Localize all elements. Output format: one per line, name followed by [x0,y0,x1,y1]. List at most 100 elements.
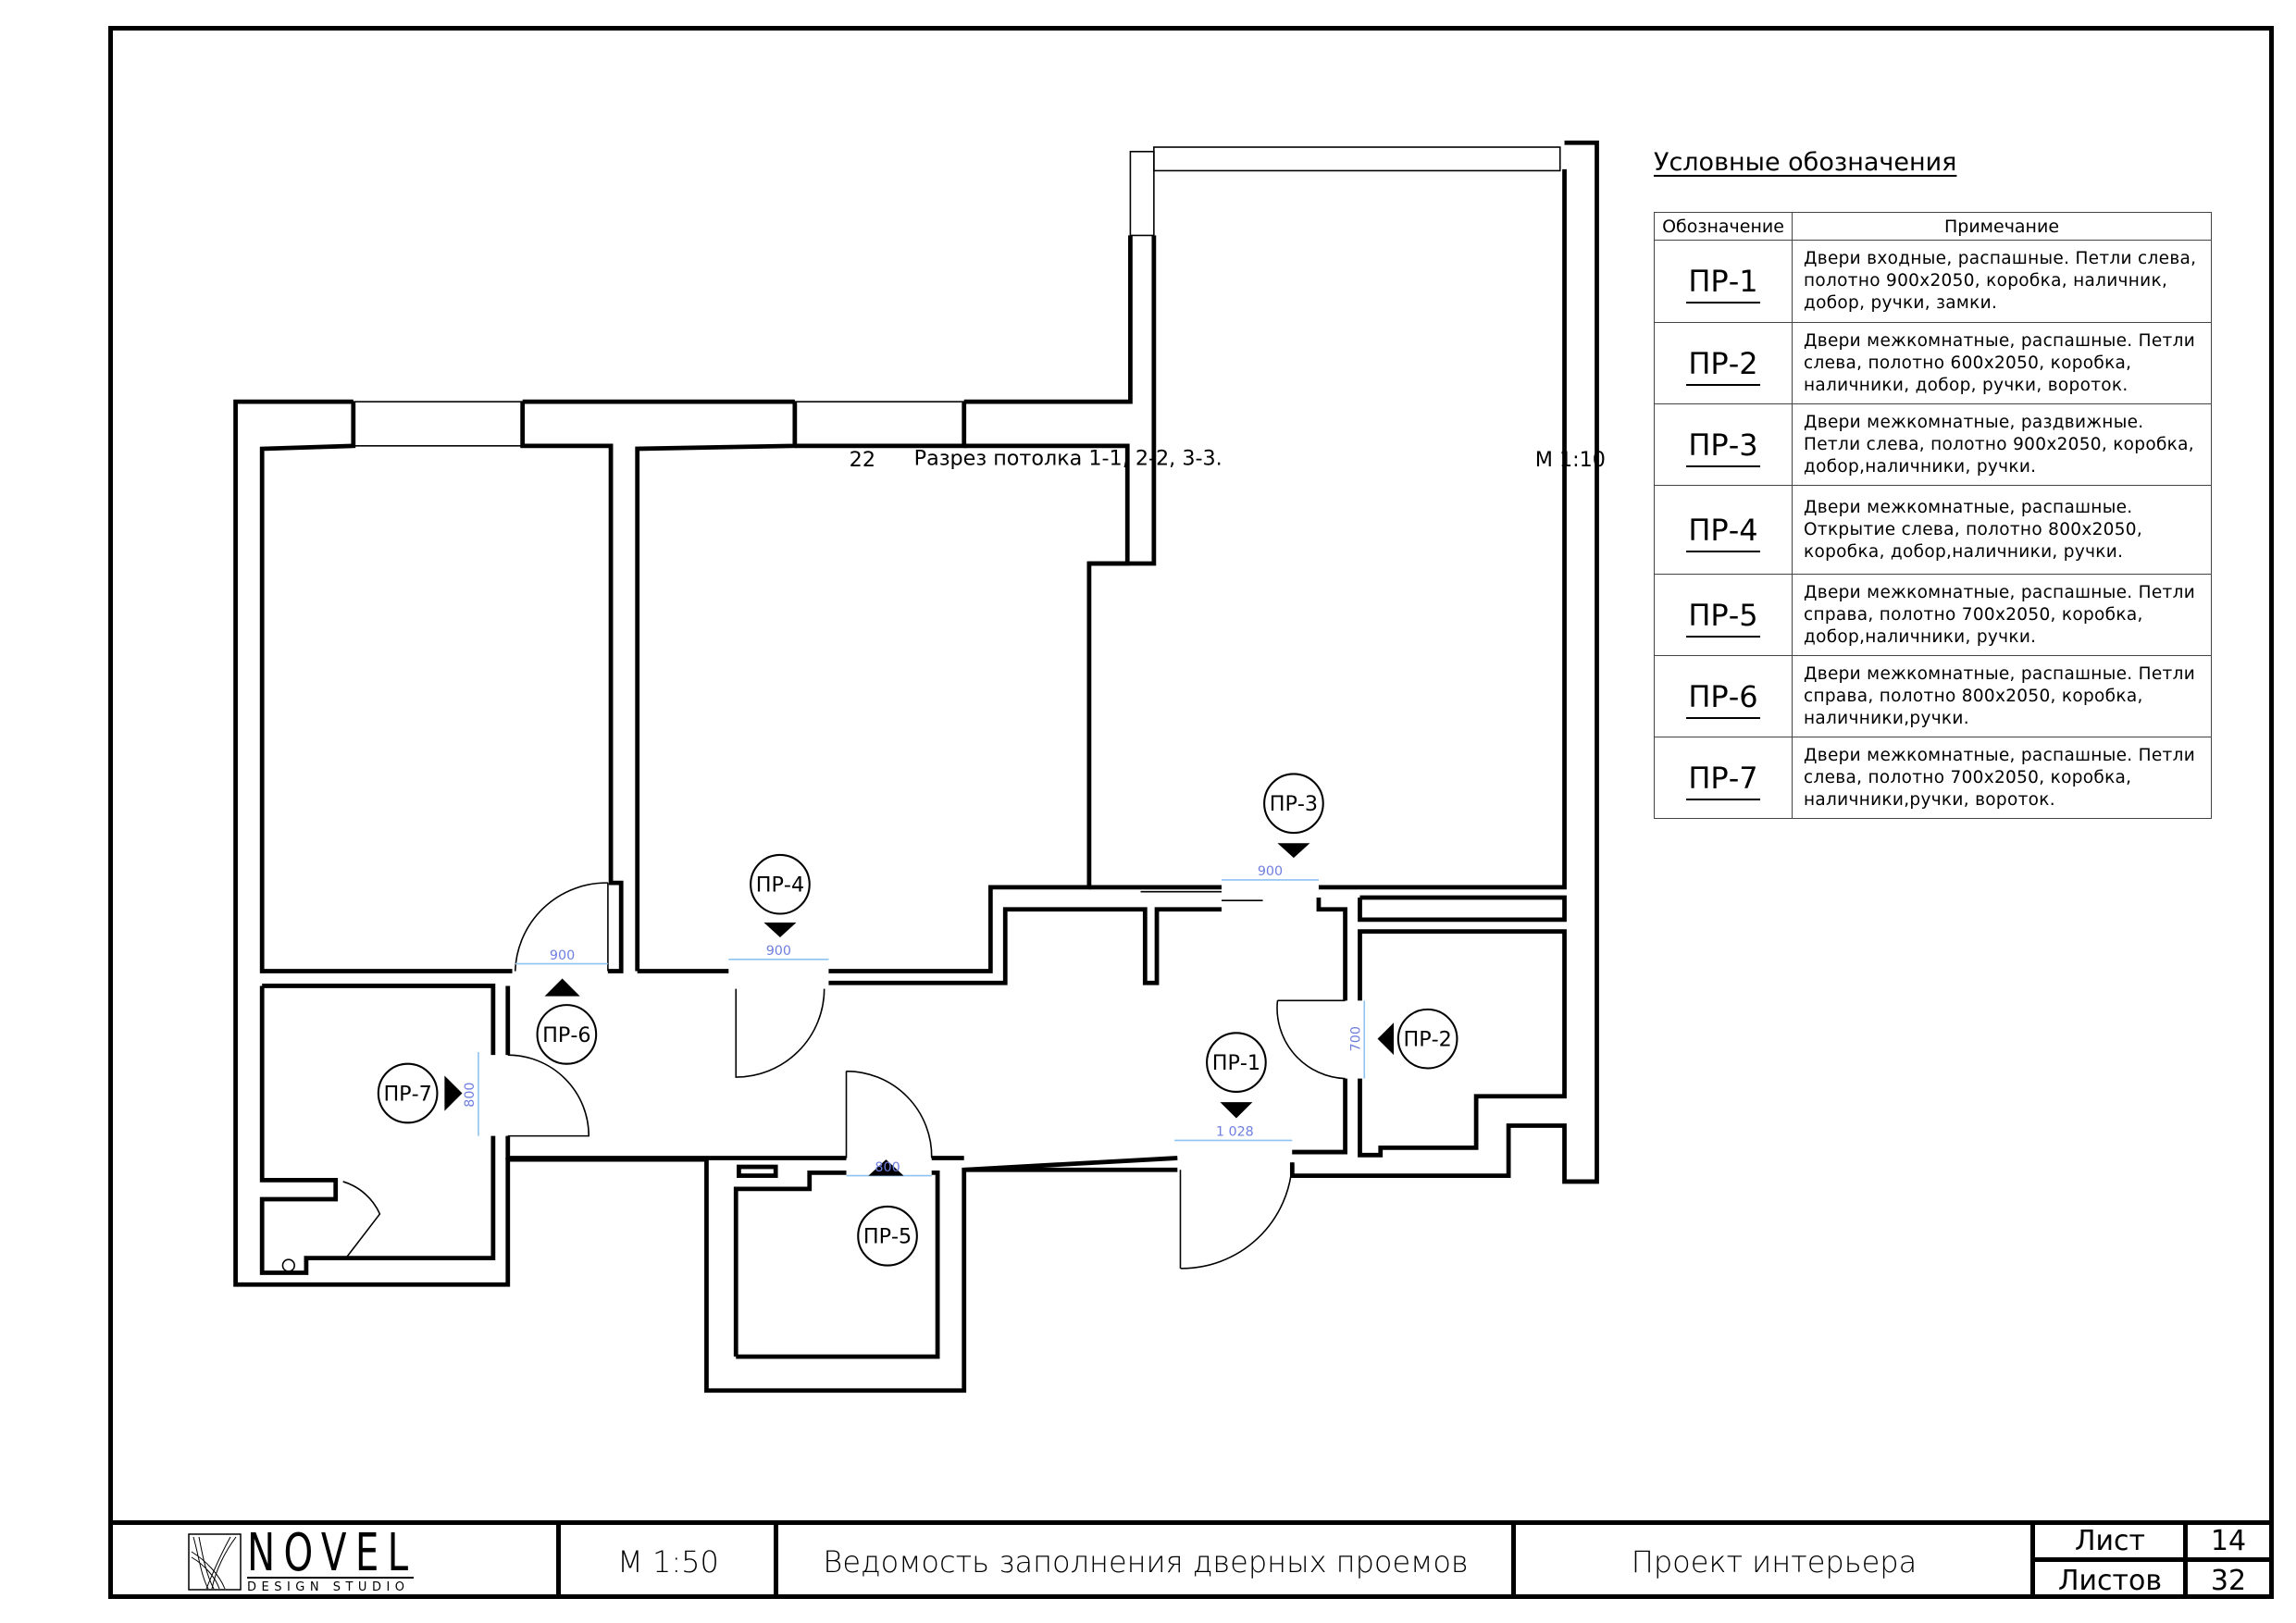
bathroom-lower-wall [1292,1078,1347,1155]
arrow-pr6 [544,978,580,997]
legend-row: ПР-4 Двери межкомнатные, распашные. Откр… [1654,485,2212,575]
legend-note: Двери межкомнатные, распашные. Петли спр… [1792,655,2212,737]
dim-pr2: 700 [1348,1026,1363,1051]
bath2-left [259,985,496,1275]
hall-wall-upper [828,907,1222,985]
hall-right-lower [963,1156,1178,1172]
tag-pr6: ПР-6 [542,1023,590,1047]
drain [281,1258,295,1272]
tag-circles [377,773,1458,1267]
arrow-pr7 [444,1075,463,1111]
legend-note: Двери межкомнатные, распашные. Петли спр… [1792,574,2212,656]
sheet-label-cell: Лист [2030,1525,2185,1562]
sheet-number-cell: 14 [2183,1525,2269,1562]
tag-pr5: ПР-5 [863,1225,912,1249]
legend-code: ПР-2 [1686,345,1760,386]
sheet-number: 14 [2210,1525,2247,1557]
sheets-total-cell: 32 [2183,1562,2269,1599]
bathroom-inner [1358,929,1567,1158]
legend-row: ПР-7 Двери межкомнатные, распашные. Петл… [1654,737,2212,819]
door-swing-pr2 [1276,999,1346,1080]
scale-label: М 1:50 [617,1544,719,1580]
living-left [1088,235,1157,566]
door-swing-pr5 [845,1070,933,1158]
logo-sub: DESIGN STUDIO [247,1580,410,1594]
legend-code: ПР-3 [1686,427,1760,467]
bedroom2-right [828,443,1130,973]
living-bottom-right [1318,168,1567,890]
walls [233,140,1599,1394]
door-swing-pr4 [735,988,825,1078]
legend-note: Двери межкомнатные, распашные. Петли сле… [1792,737,2212,819]
logo-name: NOVEL [247,1522,417,1583]
legend-note: Двери межкомнатные, распашные. Петли сле… [1792,322,2212,404]
legend-row: ПР-3 Двери межкомнатные, раздвижные. Пет… [1654,403,2212,486]
legend-row: ПР-6 Двери межкомнатные, распашные. Петл… [1654,655,2212,737]
dim-pr7: 800 [463,1082,478,1107]
direction-arrows [444,843,1395,1176]
sheets-label-cell: Листов [2030,1562,2185,1599]
arrow-pr5 [868,1159,904,1176]
outer-wall-right [1289,140,1599,1184]
arrow-pr4 [763,923,797,937]
tag-pr3: ПР-3 [1270,792,1318,816]
legend-note: Двери межкомнатные, распашные. Открытие … [1792,485,2212,575]
tag-pr4: ПР-4 [756,873,804,898]
door-swing-pr1 [1179,1162,1294,1270]
window-living-top [1153,146,1561,172]
dim-pr5: 800 [875,1160,900,1175]
dim-pr4: 900 [766,944,791,959]
drawing-frame [108,26,2274,1599]
project-cell: Проект интерьера [1511,1525,2032,1599]
legend-code: ПР-7 [1686,760,1760,800]
sliding-door-pr3 [1140,890,1263,902]
sheets-label: Листов [2057,1564,2163,1597]
tag-pr7: ПР-7 [383,1082,431,1106]
bathroom [1316,898,1347,1001]
windows [352,146,1561,447]
legend-code: ПР-1 [1686,264,1760,304]
dimensions [478,879,1366,1177]
legend-note: Двери межкомнатные, раздвижные. Петли сл… [1792,403,2212,486]
logo-words: NOVEL DESIGN STUDIO [247,1522,478,1594]
legend-header-code: Обозначение [1654,212,1793,241]
bedroom1-inner [259,402,513,973]
outer-wall-top-right [963,235,1133,404]
scale-note: М 1:10 [1535,448,1606,472]
tag-pr2: ПР-2 [1403,1028,1451,1052]
legend-note: Двери входные, распашные. Петли слева, п… [1792,240,2212,323]
bedroom2-top [794,402,967,449]
dim-pr3: 900 [1258,864,1283,879]
legend-row: ПР-1 Двери входные, распашные. Петли сле… [1654,240,2212,323]
corridor-closet [1358,895,1567,923]
stray-number: 22 [850,448,875,472]
legend-table: Обозначение Примечание ПР-1 Двери входны… [1654,212,2212,819]
storage-inner [733,1171,847,1357]
storage-inner-right [736,1171,940,1359]
window-bedroom2 [794,401,965,447]
arrow-pr1 [1220,1102,1253,1119]
title-block: NOVEL DESIGN STUDIO М 1:50 Ведомость зап… [108,1520,2274,1599]
legend-code: ПР-5 [1686,597,1760,638]
project-name: Проект интерьера [1631,1544,1917,1580]
arrow-pr3 [1277,843,1310,859]
dim-pr1: 1 028 [1216,1125,1254,1140]
logo-cell: NOVEL DESIGN STUDIO [108,1525,558,1599]
sheet-title: Ведомость заполнения дверных проемов [823,1544,1469,1580]
scale-cell: М 1:50 [556,1525,776,1599]
legend-header-row: Обозначение Примечание [1654,212,2212,241]
door-swing-pr7 [507,1054,590,1137]
door-swing-pr6 [514,882,608,972]
legend-title: Условные обозначения [1654,148,1957,177]
outer-wall-left [233,399,1178,1394]
arrow-pr2 [1377,1022,1395,1056]
legend-row: ПР-2 Двери межкомнатные, распашные. Петл… [1654,322,2212,404]
legend-code: ПР-4 [1686,512,1760,552]
legend-code: ПР-6 [1686,678,1760,719]
logo: NOVEL DESIGN STUDIO [188,1522,478,1594]
tag-pr1: ПР-1 [1212,1051,1260,1075]
dim-pr6: 900 [550,948,575,963]
sheets-total: 32 [2210,1564,2247,1597]
